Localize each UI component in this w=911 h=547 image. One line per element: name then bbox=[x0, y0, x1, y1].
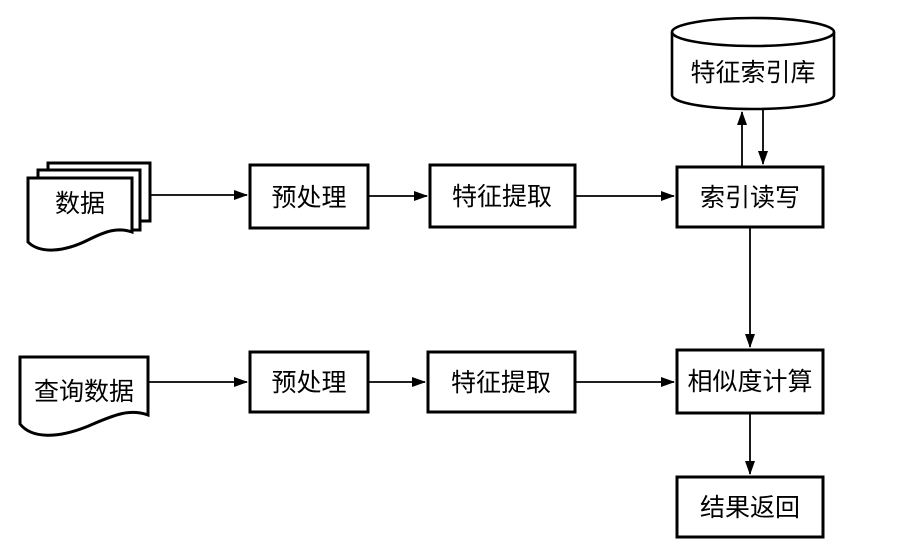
node-label-query-data: 查询数据 bbox=[34, 378, 134, 406]
node-label-database: 特征索引库 bbox=[690, 59, 815, 87]
node-feature-extract-top: 特征提取 bbox=[428, 163, 577, 229]
node-label-feature-extract-bottom: 特征提取 bbox=[451, 369, 551, 397]
node-label-preprocess-bottom: 预处理 bbox=[271, 369, 346, 397]
process-box bbox=[426, 350, 577, 414]
node-index-read-write: 索引读写 bbox=[675, 165, 825, 229]
node-label-feature-extract-top: 特征提取 bbox=[452, 183, 552, 211]
cylinder-body bbox=[670, 32, 836, 111]
process-box bbox=[248, 163, 370, 230]
node-preprocess-top: 预处理 bbox=[248, 163, 370, 230]
node-query-document: 查询数据 bbox=[18, 355, 150, 437]
node-similarity-calculation: 相似度计算 bbox=[675, 348, 825, 415]
process-box bbox=[428, 163, 577, 229]
node-feature-extract-bottom: 特征提取 bbox=[426, 350, 577, 414]
node-label-result: 结果返回 bbox=[700, 494, 800, 522]
node-preprocess-bottom: 预处理 bbox=[248, 350, 370, 414]
node-label-index-read-write: 索引读写 bbox=[700, 184, 800, 212]
node-label-preprocess-top: 预处理 bbox=[271, 184, 346, 212]
node-label-similarity: 相似度计算 bbox=[687, 368, 812, 396]
node-feature-index-database: 特征索引库 bbox=[670, 16, 836, 111]
document-page-front bbox=[26, 176, 134, 252]
cylinder-top bbox=[670, 16, 836, 48]
node-result-return: 结果返回 bbox=[675, 475, 825, 539]
document-page bbox=[18, 355, 150, 437]
process-box bbox=[675, 348, 825, 415]
process-box bbox=[675, 165, 825, 229]
node-label-data: 数据 bbox=[55, 190, 105, 218]
process-box bbox=[675, 475, 825, 539]
edges bbox=[148, 104, 768, 475]
process-box bbox=[248, 350, 370, 414]
node-data-document: 数据 bbox=[26, 161, 152, 252]
